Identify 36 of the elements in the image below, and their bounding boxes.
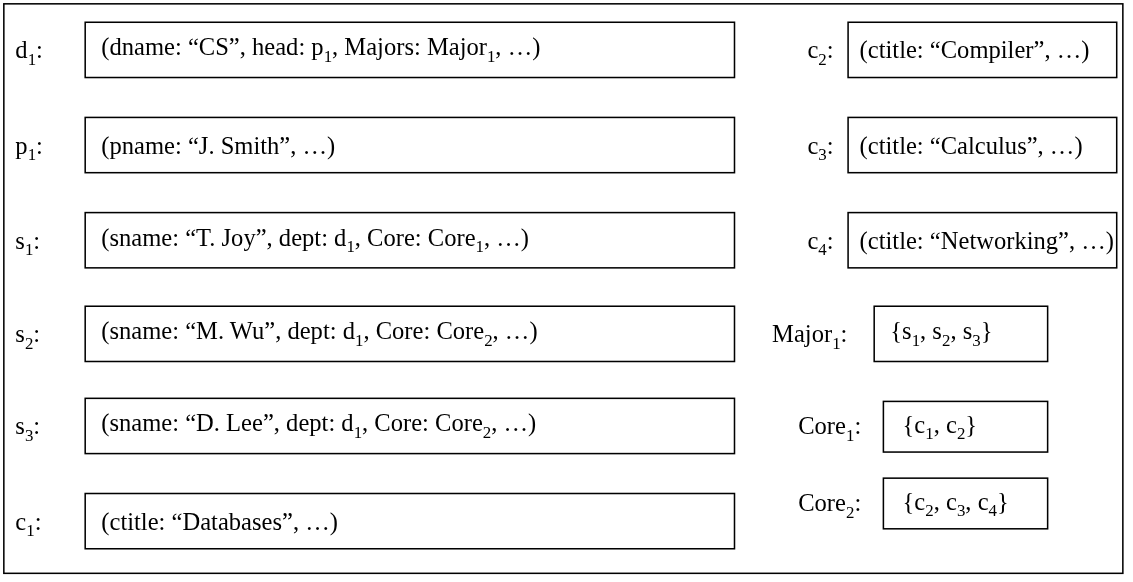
record-box [84, 397, 736, 455]
record-text: (ctitle: “Databases”, …) [100, 507, 338, 535]
record-text: {c$_{1}$, c$_{2}$} [901, 411, 978, 443]
record-box [847, 21, 1118, 79]
record-box [882, 477, 1049, 530]
record-box [847, 116, 1118, 174]
record-text: (sname: “D. Lee”, dept: d$_{1}$, Core: Core$_{2}$, …) [100, 410, 537, 442]
object-label: c$_{3}$: [807, 130, 834, 165]
object-label: p$_{1}$: [15, 130, 43, 165]
record-text: (ctitle: “Compiler”, …) [858, 36, 1090, 64]
object-label: s$_{1}$: [15, 225, 41, 260]
record-box [873, 305, 1049, 363]
object-label: c$_{1}$: [15, 506, 42, 541]
record-text: (sname: “M. Wu”, dept: d$_{1}$, Core: Core$_{2}$, …) [100, 318, 538, 350]
record-text: (ctitle: “Networking”, …) [858, 226, 1114, 255]
object-label: c$_{2}$: [807, 35, 834, 70]
object-label: Major$_{1}$: [772, 319, 848, 354]
record-text: (sname: “T. Joy”, dept: d$_{1}$, Core: Core$_{1}$, …) [100, 224, 529, 256]
record-text: {c$_{2}$, c$_{3}$, c$_{4}$} [901, 488, 1009, 519]
record-box [84, 211, 736, 269]
record-box [84, 492, 736, 550]
object-label: d$_{1}$: [15, 35, 43, 70]
object-label: s$_{3}$: [15, 411, 41, 446]
record-box [84, 305, 736, 363]
record-box [882, 400, 1049, 453]
record-text: (ctitle: “Calculus”, …) [858, 131, 1083, 159]
record-box [847, 211, 1118, 269]
object-label: Core$_{1}$: [798, 411, 862, 446]
object-label: Core$_{2}$: [798, 488, 862, 523]
object-label: s$_{2}$: [15, 319, 41, 354]
object-label: c$_{4}$: [807, 225, 834, 260]
record-box [84, 21, 736, 79]
record-text: (dname: “CS”, head: p$_{1}$, Majors: Major$_{1}$, …) [100, 34, 541, 66]
record-text: {s$_{1}$, s$_{2}$, s$_{3}$} [889, 318, 993, 350]
record-text: (pname: “J. Smith”, …) [100, 131, 336, 159]
record-box [84, 116, 736, 174]
